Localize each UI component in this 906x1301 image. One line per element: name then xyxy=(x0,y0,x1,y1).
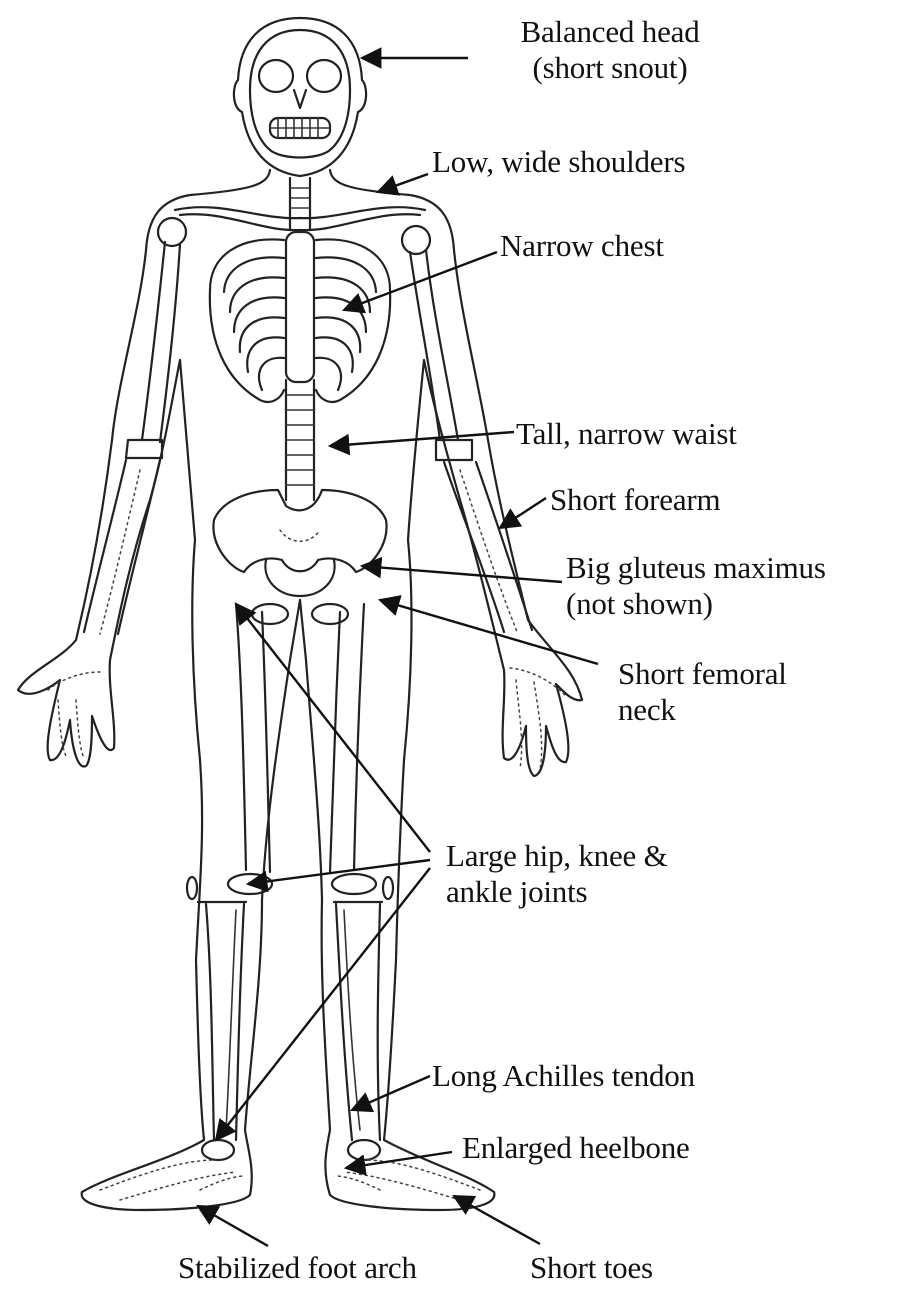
label-balanced-head: Balanced head (short snout) xyxy=(470,14,750,86)
ribcage xyxy=(175,207,425,402)
pointer-gluteus xyxy=(362,566,562,582)
pointer-forearm xyxy=(500,498,546,528)
label-gluteus: Big gluteus maximus (not shown) xyxy=(566,550,826,622)
label-gluteus-line2: (not shown) xyxy=(566,586,826,622)
label-joints-line2: ankle joints xyxy=(446,874,668,910)
pointer-shoulders xyxy=(378,174,428,192)
label-chest: Narrow chest xyxy=(500,228,664,264)
label-forearm: Short forearm xyxy=(550,482,720,518)
pointer-achilles xyxy=(352,1076,430,1110)
label-balanced-head-line1: Balanced head xyxy=(470,14,750,50)
pointer-joint-knee xyxy=(248,860,430,884)
pointer-toes xyxy=(454,1196,540,1244)
pointer-waist xyxy=(330,432,514,446)
feet xyxy=(100,1140,480,1200)
skull xyxy=(250,30,350,158)
label-joints-line1: Large hip, knee & xyxy=(446,838,668,874)
pointer-chest xyxy=(344,252,497,310)
label-femoral: Short femoral neck xyxy=(618,656,787,728)
label-achilles: Long Achilles tendon xyxy=(432,1058,695,1094)
label-balanced-head-line2: (short snout) xyxy=(470,50,750,86)
pointer-joint-ankle xyxy=(216,868,430,1140)
legs xyxy=(187,604,393,1140)
label-arch: Stabilized foot arch xyxy=(178,1250,417,1286)
label-gluteus-line1: Big gluteus maximus xyxy=(566,550,826,586)
pointer-arch xyxy=(198,1206,268,1246)
label-femoral-line1: Short femoral xyxy=(618,656,787,692)
label-femoral-line2: neck xyxy=(618,692,787,728)
label-joints: Large hip, knee & ankle joints xyxy=(446,838,668,910)
label-toes: Short toes xyxy=(530,1250,653,1286)
label-heelbone: Enlarged heelbone xyxy=(462,1130,690,1166)
label-shoulders: Low, wide shoulders xyxy=(432,144,685,180)
label-waist: Tall, narrow waist xyxy=(516,416,737,452)
